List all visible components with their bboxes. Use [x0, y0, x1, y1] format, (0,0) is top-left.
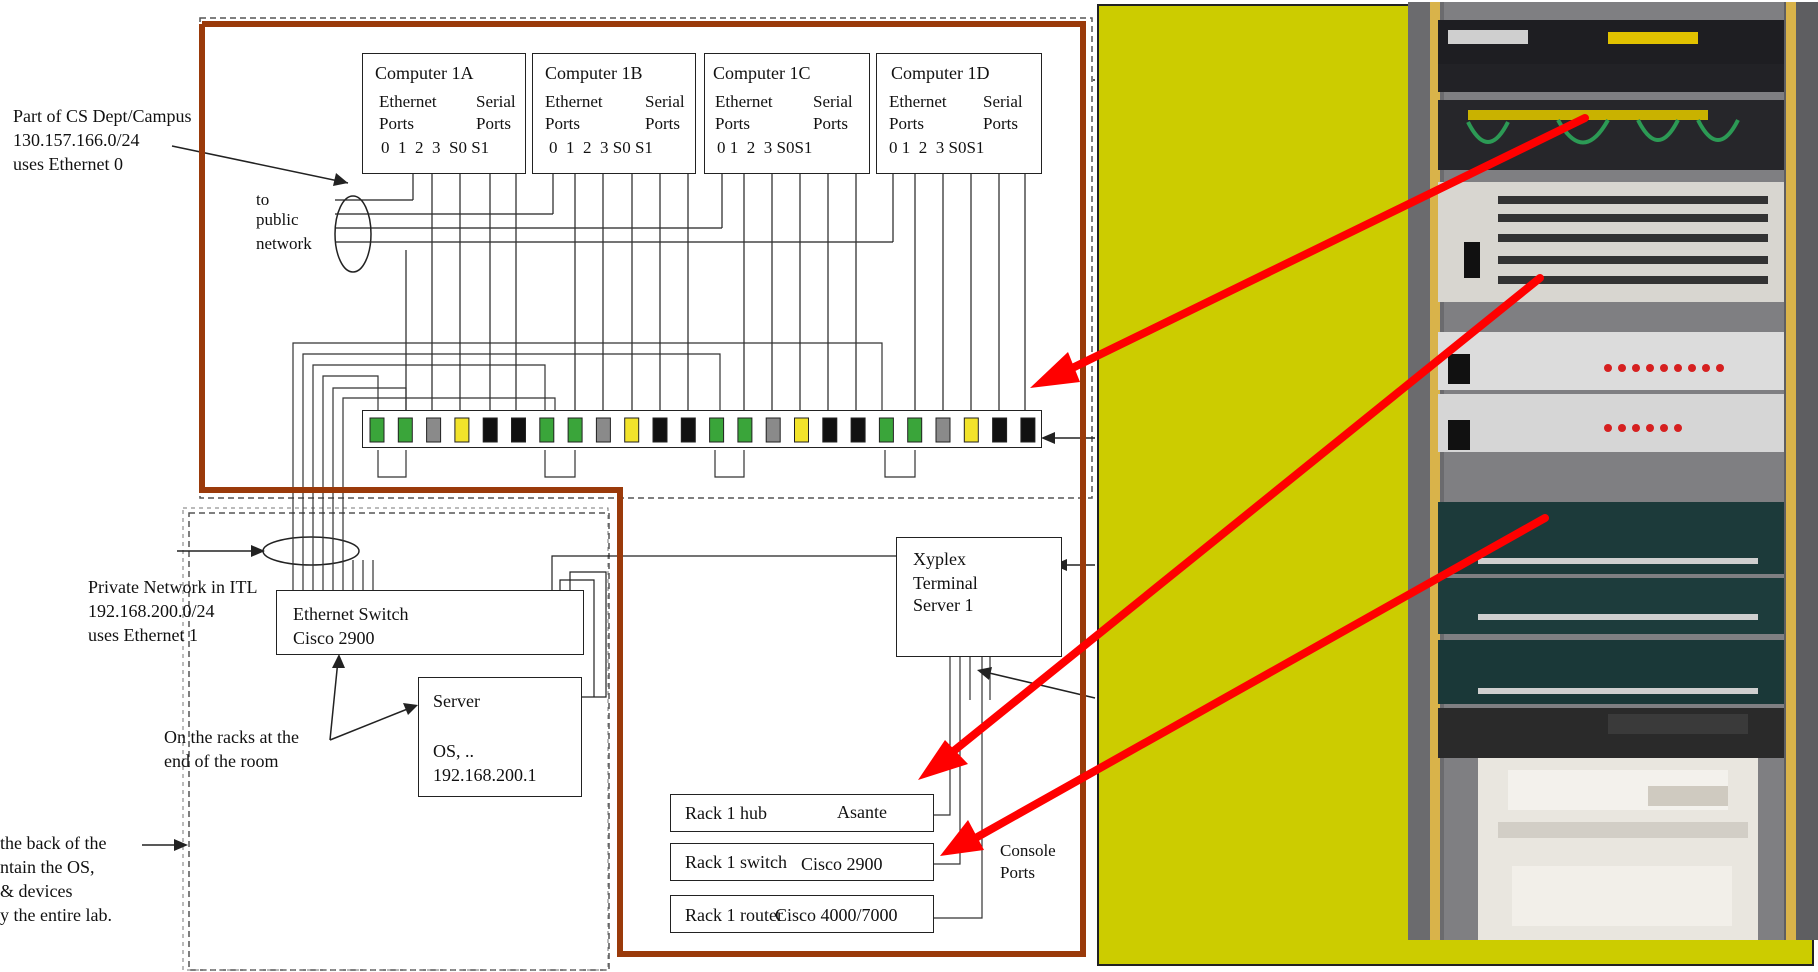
computer-title: Computer 1B	[545, 63, 643, 83]
xyplex-terminal-server-box: Xyplex Terminal Server 1	[896, 537, 1062, 657]
server-title: Server	[433, 691, 480, 711]
back-note-line1: the back of the	[0, 833, 107, 853]
port-ids: 0 1 2 3 S0S1	[889, 138, 985, 157]
patch-port	[397, 417, 413, 443]
computer-title: Computer 1A	[375, 63, 474, 83]
ethernet-switch-box: Ethernet Switch Cisco 2900	[276, 590, 584, 655]
ethernet-label: Ethernet	[379, 92, 437, 111]
rack-item-model: Asante	[837, 802, 887, 822]
xyplex-line3: Server 1	[913, 595, 974, 615]
server-box: Server OS, .. 192.168.200.1	[418, 677, 582, 797]
rack-switch-box: Rack 1 switch Cisco 2900	[670, 843, 934, 881]
rack-item-name: Rack 1 switch	[685, 852, 787, 872]
back-note-line2: ntain the OS,	[0, 857, 95, 877]
private-network-line1: Private Network in ITL	[88, 577, 258, 597]
patch-port	[652, 417, 668, 443]
private-network-line3: uses Ethernet 1	[88, 625, 198, 645]
port-ids: 0 1 2 3 S0 S1	[381, 138, 490, 157]
patch-port	[850, 417, 866, 443]
patch-port	[482, 417, 498, 443]
back-note-line4: y the entire lab.	[0, 905, 112, 925]
ethernet-label: Ethernet	[889, 92, 947, 111]
campus-note-line3: uses Ethernet 0	[13, 154, 123, 174]
ports-label: Ports	[889, 114, 924, 133]
rack-photo	[1408, 2, 1818, 940]
rack-item-model: Cisco 2900	[801, 854, 883, 874]
patch-port	[680, 417, 696, 443]
campus-note-line1: Part of CS Dept/Campus	[13, 106, 192, 126]
port-ids: 0 1 2 3 S0 S1	[549, 138, 653, 157]
patch-port	[963, 417, 979, 443]
serial-label: Serial	[983, 92, 1023, 111]
serial-ports-label: Ports	[983, 114, 1018, 133]
patch-port	[822, 417, 838, 443]
public-network-line1: to	[256, 190, 270, 209]
ethernet-label: Ethernet	[545, 92, 603, 111]
rack-item-name: Rack 1 hub	[685, 803, 767, 823]
patch-port	[624, 417, 640, 443]
console-line1: Console	[1000, 841, 1056, 860]
patch-port	[907, 417, 923, 443]
xyplex-line2: Terminal	[913, 573, 978, 593]
patch-port	[1020, 417, 1036, 443]
rack-router-box: Rack 1 router Cisco 4000/7000	[670, 895, 934, 933]
serial-label: Serial	[813, 92, 853, 111]
ethernet-switch-line2: Cisco 2900	[293, 628, 375, 648]
ports-label: Ports	[545, 114, 580, 133]
patch-panel	[362, 410, 1042, 448]
patch-port	[992, 417, 1008, 443]
patch-port	[426, 417, 442, 443]
patch-port	[737, 417, 753, 443]
computer-1c-box: Computer 1C Ethernet Ports Serial Ports …	[704, 53, 870, 174]
rack-hub-box: Rack 1 hub Asante	[670, 794, 934, 832]
computer-1d-box: Computer 1D Ethernet Ports Serial Ports …	[876, 53, 1042, 174]
serial-label: Serial	[476, 92, 516, 111]
public-network-line2: public	[256, 210, 299, 229]
patch-port	[935, 417, 951, 443]
ethernet-label: Ethernet	[715, 92, 773, 111]
serial-label: Serial	[645, 92, 685, 111]
xyplex-line1: Xyplex	[913, 549, 966, 569]
serial-ports-label: Ports	[476, 114, 511, 133]
patch-port	[511, 417, 526, 443]
patch-port	[878, 417, 894, 443]
serial-ports-label: Ports	[813, 114, 848, 133]
rack-item-name: Rack 1 router	[685, 905, 783, 925]
patch-port	[567, 417, 583, 443]
ports-label: Ports	[715, 114, 750, 133]
racks-note-line2: end of the room	[164, 751, 279, 771]
computer-title: Computer 1D	[891, 63, 990, 83]
console-line2: Ports	[1000, 863, 1035, 882]
racks-note-line1: On the racks at the	[164, 727, 299, 747]
server-ip: 192.168.200.1	[433, 765, 537, 785]
port-ids: 0 1 2 3 S0S1	[717, 138, 813, 157]
server-os: OS, ..	[433, 741, 475, 761]
public-network-line3: network	[256, 234, 312, 253]
computer-1a-box: Computer 1A Ethernet Ports Serial Ports …	[362, 53, 526, 174]
computer-1b-box: Computer 1B Ethernet Ports Serial Ports …	[532, 53, 696, 174]
patch-port	[539, 417, 555, 443]
serial-ports-label: Ports	[645, 114, 680, 133]
patch-port	[369, 417, 385, 443]
patch-port	[794, 417, 809, 443]
patch-port	[709, 417, 725, 443]
computer-title: Computer 1C	[713, 63, 811, 83]
ethernet-switch-line1: Ethernet Switch	[293, 604, 409, 624]
campus-note-line2: 130.157.166.0/24	[13, 130, 140, 150]
patch-port	[595, 417, 611, 443]
ports-label: Ports	[379, 114, 414, 133]
photo-panel	[1097, 2, 1818, 966]
patch-port	[765, 417, 781, 443]
patch-port	[454, 417, 470, 443]
rack-item-model: Cisco 4000/7000	[775, 905, 898, 925]
private-network-line2: 192.168.200.0/24	[88, 601, 215, 621]
back-note-line3: & devices	[0, 881, 73, 901]
patch-panel-ports	[369, 417, 1036, 443]
